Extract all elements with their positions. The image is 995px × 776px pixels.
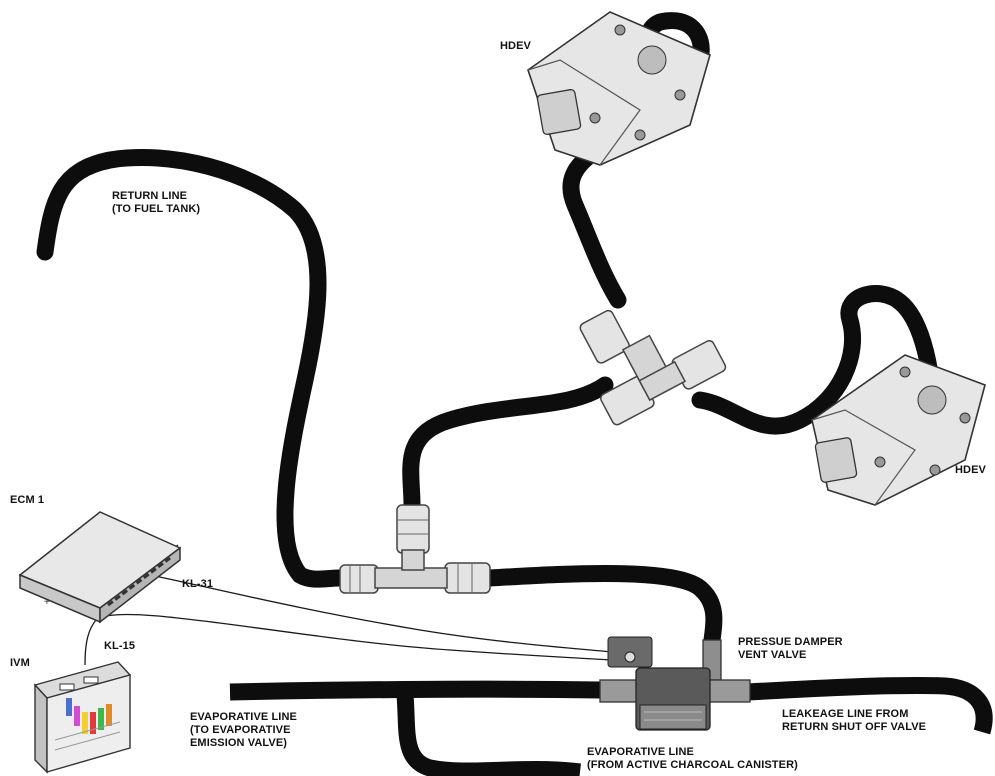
hdev-right-hose [691,285,942,435]
kl15-label: KL-15 [104,640,136,652]
riser-hose [402,376,614,514]
leakage-line-label-line1: LEAKEAGE LINE FROM [782,708,909,720]
damper-feed-hose [481,564,723,649]
ivm-module [33,661,132,774]
evaporative-left-label-line1: EVAPORATIVE LINE [190,711,297,723]
evaporative-bottom-label: EVAPORATIVE LINE (FROM ACTIVE CHARCOAL C… [587,746,798,772]
evaporative-left-label: EVAPORATIVE LINE (TO EVAPORATIVE EMISSIO… [190,711,297,750]
evaporative-left-label-line2: (TO EVAPORATIVE [190,724,291,736]
return-line-hose [36,149,349,588]
upper-tee-fitting [579,309,727,426]
pressure-damper-label-line1: PRESSUE DAMPER [738,636,843,648]
svg-text:+: + [44,597,50,608]
evap-bottom-hose [396,694,581,776]
bottom-tee-fitting [339,504,491,594]
evaporative-bottom-label-line1: EVAPORATIVE LINE [587,746,694,758]
leakage-hose [747,676,993,735]
pressure-damper-label: PRESSUE DAMPER VENT VALVE [738,636,843,662]
ivm-label: IVM [10,657,30,669]
hdev-top-label: HDEV [500,40,531,52]
kl15-wire [84,613,613,666]
ecm-label: ECM 1 [10,494,45,506]
return-line-label-line1: RETURN LINE [112,190,188,202]
leakage-line-label-line2: RETURN SHUT OFF VALVE [782,721,927,733]
hdev-top-valve [527,11,711,166]
pressure-damper-valve [599,636,751,731]
evap-left-hose [229,680,601,701]
evaporative-left-label-line3: EMISSION VALVE) [190,737,288,749]
pressure-damper-label-line2: VENT VALVE [738,649,807,661]
evaporative-bottom-label-line2: (FROM ACTIVE CHARCOAL CANISTER) [587,759,798,771]
leakage-line-label: LEAKEAGE LINE FROM RETURN SHUT OFF VALVE [782,708,926,734]
kl31-label: KL-31 [182,578,214,590]
return-line-label: RETURN LINE (TO FUEL TANK) [112,190,200,216]
hdev-right-valve [811,354,986,506]
return-line-label-line2: (TO FUEL TANK) [112,203,201,215]
kl31-wire [149,574,613,653]
ecm-module: + [18,511,182,624]
hdev-right-label: HDEV [955,464,986,476]
